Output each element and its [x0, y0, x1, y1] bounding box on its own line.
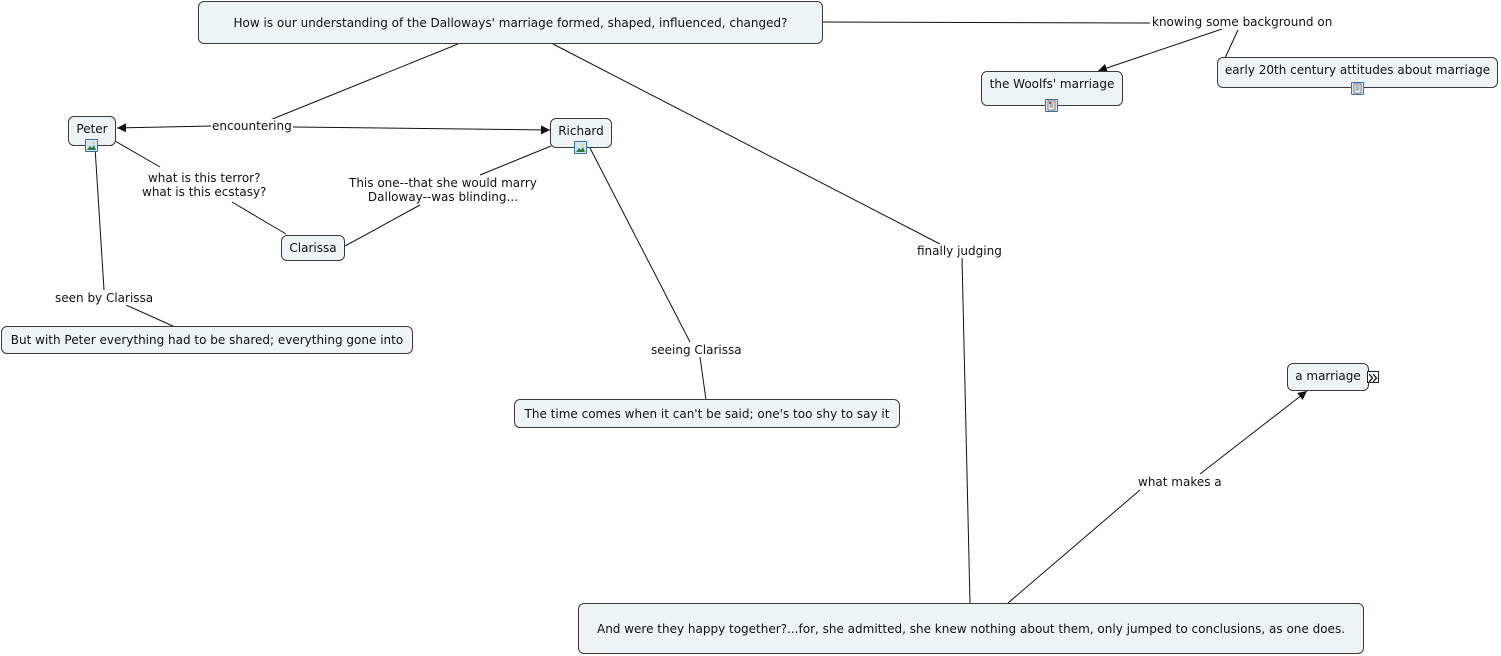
- link-line: [231, 201, 287, 235]
- link-line: [94, 146, 105, 291]
- image-resource-icon[interactable]: [85, 139, 98, 152]
- concept-label: Richard: [558, 124, 604, 138]
- concept-happy-together-quote[interactable]: And were they happy together?...for, she…: [578, 603, 1364, 654]
- link-line: [292, 125, 551, 135]
- concept-richard-quote[interactable]: The time comes when it can't be said; on…: [514, 399, 900, 428]
- link-line: [961, 257, 971, 604]
- concept-label: early 20th century attitudes about marri…: [1224, 63, 1491, 77]
- concept-label: But with Peter everything had to be shar…: [10, 333, 404, 347]
- concept-label: a marriage: [1295, 369, 1361, 383]
- concept-clarissa[interactable]: Clarissa: [281, 235, 345, 261]
- link-label-seeing-clarissa[interactable]: seeing Clarissa: [650, 343, 743, 357]
- link-label-encountering[interactable]: encountering: [211, 119, 293, 133]
- link-line: [552, 43, 941, 245]
- link-line: [1199, 390, 1308, 475]
- concept-label: Clarissa: [289, 241, 337, 255]
- link-label-blinding[interactable]: This one--that she would marry Dalloway-…: [348, 176, 538, 204]
- link-label-seen-by-clarissa[interactable]: seen by Clarissa: [54, 291, 155, 305]
- link-line: [269, 43, 459, 121]
- concept-a-marriage[interactable]: a marriage: [1287, 363, 1369, 391]
- link-label-finally-judging[interactable]: finally judging: [916, 244, 1003, 258]
- link-line: [479, 145, 552, 176]
- concept-peter-quote[interactable]: But with Peter everything had to be shar…: [1, 326, 413, 354]
- expand-icon[interactable]: [1367, 371, 1379, 383]
- link-line: [344, 204, 421, 247]
- link-line: [114, 140, 161, 168]
- link-line: [699, 356, 707, 401]
- link-label-background[interactable]: knowing some background on: [1151, 15, 1334, 29]
- link-line: [589, 147, 691, 343]
- concept-label: How is our understanding of the Dalloway…: [233, 15, 788, 30]
- link-line: [1097, 28, 1223, 73]
- link-label-terror-ecstasy[interactable]: what is this terror? what is this ecstas…: [141, 171, 268, 199]
- document-resource-icon[interactable]: [1045, 99, 1058, 112]
- concept-label: the Woolfs' marriage: [989, 77, 1115, 91]
- link-line: [116, 123, 213, 133]
- concept-label: Peter: [76, 122, 108, 136]
- concept-label: The time comes when it can't be said; on…: [524, 406, 890, 421]
- link-line: [1224, 29, 1239, 59]
- link-line: [822, 21, 1151, 24]
- concept-label: And were they happy together?...for, she…: [596, 621, 1346, 636]
- link-line: [125, 304, 176, 328]
- link-line: [1007, 489, 1141, 604]
- image-resource-icon[interactable]: [574, 141, 587, 154]
- link-label-what-makes-a[interactable]: what makes a: [1137, 475, 1223, 489]
- concept-focus-question[interactable]: How is our understanding of the Dalloway…: [198, 1, 823, 44]
- document-resource-icon[interactable]: [1351, 82, 1364, 95]
